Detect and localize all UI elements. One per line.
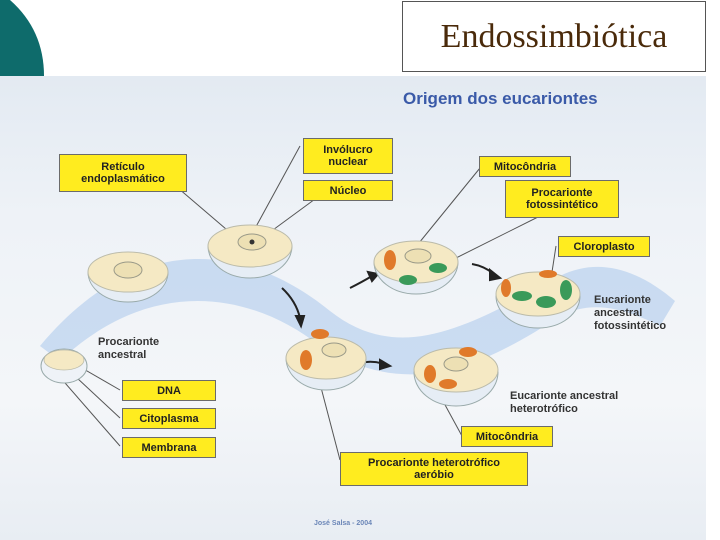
chloroplast xyxy=(560,280,572,300)
label-dna: DNA xyxy=(122,380,216,401)
flow-arrows xyxy=(281,263,503,371)
label-citoplasma: Citoplasma xyxy=(122,408,216,429)
label-nucleo: Núcleo xyxy=(303,180,393,201)
label-procarionte-heterotrofico: Procarionte heterotrófico aeróbio xyxy=(340,452,528,486)
endosymbiosis-diagram xyxy=(40,145,675,461)
mitochondrion xyxy=(501,279,511,297)
mitochondrion xyxy=(311,329,329,339)
slide-title: Endossimbiótica xyxy=(402,1,706,72)
label-involucro: Invólucro nuclear xyxy=(303,138,393,174)
mitochondrion xyxy=(424,365,436,383)
label-mitocondria-top: Mitocôndria xyxy=(479,156,571,177)
chloroplast xyxy=(536,296,556,308)
chloroplast xyxy=(399,275,417,285)
mitochondrion xyxy=(384,250,396,270)
image-credit: José Salsa - 2004 xyxy=(314,520,372,527)
mitochondrion xyxy=(459,347,477,357)
label-membrana: Membrana xyxy=(122,437,216,458)
label-mitocondria-bottom: Mitocôndria xyxy=(461,426,553,447)
cell-stage-4 xyxy=(495,270,581,329)
cell-stage-2 xyxy=(207,224,293,279)
cell-stage-1 xyxy=(87,251,169,303)
text-eucarionte-heterotrofico: Eucarionte ancestral heterotrófico xyxy=(510,390,619,415)
chloroplast xyxy=(429,263,447,273)
text-procarionte-ancestral: Procarionte ancestral xyxy=(98,336,160,361)
cell-stage-5 xyxy=(285,329,367,391)
corner-decoration xyxy=(0,0,44,76)
label-procarionte-fotossintetico: Procarionte fotossintético xyxy=(505,180,619,218)
label-cloroplasto: Cloroplasto xyxy=(558,236,650,257)
flow-band xyxy=(40,259,675,375)
mitochondrion xyxy=(539,270,557,278)
diagram-title: Origem dos eucariontes xyxy=(403,89,598,108)
text-eucarionte-fotossintetico: Eucarionte ancestral fotossintético xyxy=(594,294,667,332)
cell-stage-3 xyxy=(373,240,459,295)
label-reticulo: Retículo endoplasmático xyxy=(59,154,187,192)
mitochondrion xyxy=(439,379,457,389)
cell-stage-6 xyxy=(413,347,499,407)
cell-procarionte-ancestral xyxy=(40,348,88,384)
chloroplast xyxy=(512,291,532,301)
mitochondrion xyxy=(300,350,312,370)
